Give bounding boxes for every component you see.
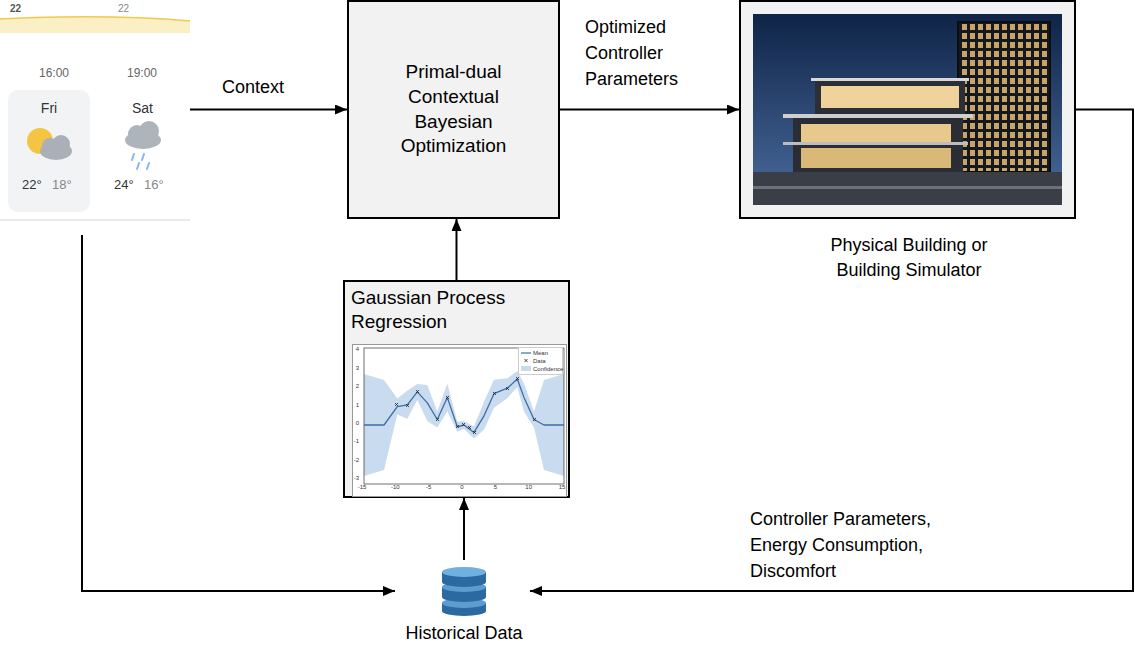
edge-label: Context <box>222 74 322 100</box>
legend-text: Confidence <box>533 366 563 372</box>
axis-tick: -1 <box>340 438 359 444</box>
axis-tick: -10 <box>387 484 403 490</box>
node-text: 18° <box>52 177 72 192</box>
axis-tick: 1 <box>340 402 359 408</box>
connector-arrow <box>560 109 739 111</box>
axis-tick: 5 <box>487 484 503 490</box>
axis-tick: -2 <box>340 457 359 463</box>
node-text: 16° <box>144 177 164 192</box>
legend-text: Mean <box>533 350 548 356</box>
building-photo <box>753 14 1062 205</box>
weather-widget: 22 22 16:00 19:00Fri 22° 18° Sat 24° 16° <box>0 0 190 222</box>
edge-label: Controller Parameters, Energy Consumptio… <box>750 506 990 584</box>
node-text: Gaussian Process Regression <box>351 286 566 334</box>
axis-tick: -5 <box>421 484 437 490</box>
axis-tick: 2 <box>340 383 359 389</box>
axis-tick: 4 <box>340 346 359 352</box>
edge-label: Optimized Controller Parameters <box>585 14 735 92</box>
node-text: Sat <box>100 100 185 116</box>
node-text: Primal-dual Contextual Bayesian Optimiza… <box>379 60 529 159</box>
node-text: 22 <box>118 3 129 14</box>
node-text: 22° <box>22 177 42 192</box>
database-node: Historical Data <box>440 565 488 617</box>
legend-sample <box>521 358 531 364</box>
connector-arrow <box>530 110 1133 592</box>
node-text: 16:00 <box>34 66 74 80</box>
connector-arrow <box>456 219 458 280</box>
process-box: Primal-dual Contextual Bayesian Optimiza… <box>347 0 560 219</box>
node-text: 22 <box>10 3 21 14</box>
axis-tick: 0 <box>454 484 470 490</box>
axis-tick: -15 <box>354 484 370 490</box>
database-icon <box>440 565 488 617</box>
node-text: Fri <box>8 100 90 116</box>
node-text: 19:00 <box>122 66 162 80</box>
legend-text: Data <box>533 358 546 364</box>
axis-tick: 15 <box>554 484 570 490</box>
connector-arrow <box>190 109 347 111</box>
axis-tick: 0 <box>340 420 359 426</box>
model-box: Gaussian Process Regression <box>343 280 570 498</box>
axis-tick: 10 <box>521 484 537 490</box>
node-text: Physical Building or Building Simulator <box>809 233 1009 283</box>
building-box: Physical Building or Building Simulator <box>739 0 1076 219</box>
connector-arrow <box>463 498 465 560</box>
legend-swatch <box>521 366 531 371</box>
axis-tick: -3 <box>340 475 359 481</box>
legend-sample <box>521 350 531 356</box>
node-text: Historical Data <box>384 623 544 644</box>
axis-tick: 3 <box>340 365 359 371</box>
node-text: 24° <box>114 177 134 192</box>
